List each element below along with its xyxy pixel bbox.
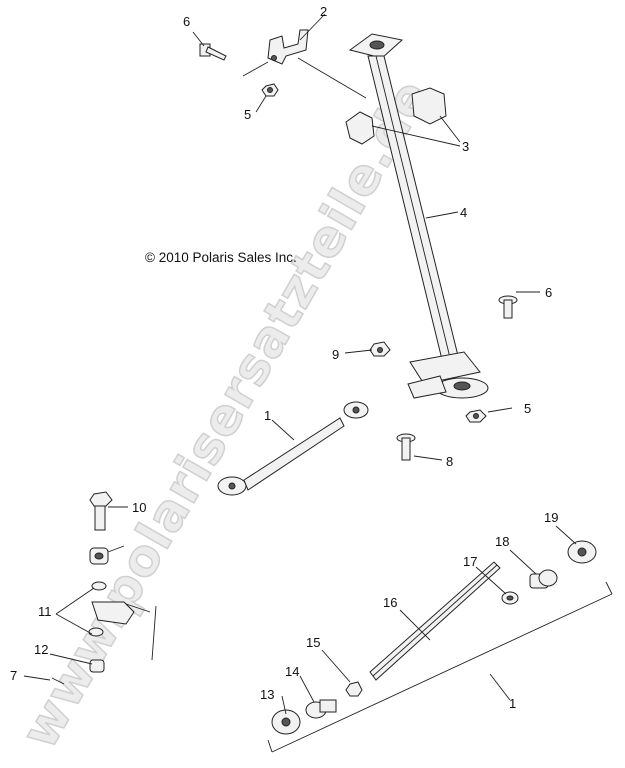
callout-9: 9 (332, 347, 339, 362)
pin-part (51, 677, 65, 685)
washer-part (501, 591, 519, 605)
tie-rod-part (217, 401, 369, 496)
callout-18: 18 (495, 534, 509, 549)
nut-part (465, 409, 487, 423)
bolt-part (396, 433, 416, 461)
nut-part (89, 659, 105, 673)
callout-16: 16 (383, 595, 397, 610)
callout-19: 19 (544, 510, 558, 525)
nut-part (345, 681, 363, 697)
callout-10: 10 (132, 500, 146, 515)
rod-end-part (567, 540, 597, 564)
nut-part (369, 341, 391, 357)
callout-5-top: 5 (244, 107, 251, 122)
callout-1-upper: 1 (264, 408, 271, 423)
callout-2: 2 (320, 4, 327, 19)
bushing-part (345, 87, 447, 145)
callout-1-lower: 1 (509, 696, 516, 711)
callout-8: 8 (446, 454, 453, 469)
callout-13: 13 (260, 687, 274, 702)
copyright-text: © 2010 Polaris Sales Inc. (145, 250, 297, 265)
steering-column-part (348, 33, 489, 399)
callout-7: 7 (10, 668, 17, 683)
rod-part (369, 561, 501, 681)
nut-part (261, 83, 279, 97)
rod-end-part (529, 569, 558, 589)
bolt-part (498, 295, 518, 319)
callout-15: 15 (306, 635, 320, 650)
callout-6-top: 6 (183, 14, 190, 29)
leader-lines (23, 13, 613, 753)
bolt-part (89, 491, 113, 531)
callout-14: 14 (285, 664, 299, 679)
bolt-part (199, 43, 227, 61)
callout-labels: 2 6 5 3 4 6 9 5 1 8 10 19 18 17 16 11 15… (10, 4, 558, 711)
rod-end-part (271, 709, 301, 735)
rod-end-part (305, 699, 337, 719)
callout-4: 4 (460, 205, 467, 220)
bracket-part (91, 601, 157, 661)
callout-6-right: 6 (545, 285, 552, 300)
watermark-text: www.polarisersatzteile.de (10, 69, 441, 758)
callout-12: 12 (34, 642, 48, 657)
bushing-part (89, 545, 125, 565)
callout-11: 11 (38, 604, 52, 619)
callout-3: 3 (462, 139, 469, 154)
callout-17: 17 (463, 554, 477, 569)
washer-part (88, 581, 107, 637)
callout-5-lower: 5 (524, 401, 531, 416)
bracket-part (267, 29, 309, 65)
